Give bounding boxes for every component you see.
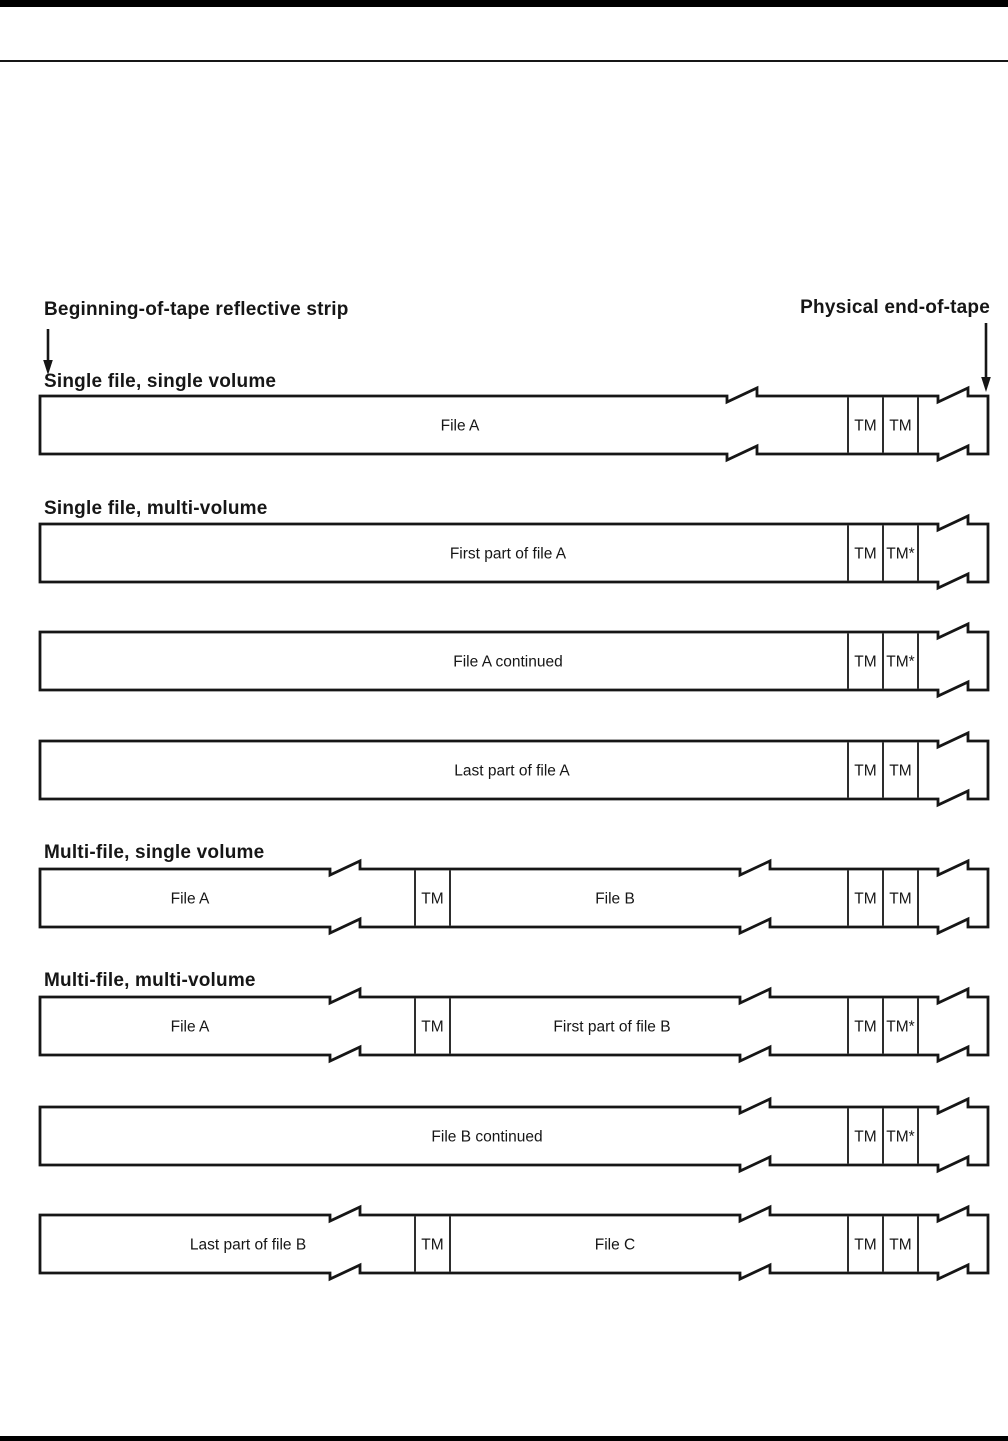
tape-mark-label: TM* bbox=[886, 546, 914, 563]
physical-end-of-tape-label: Physical end-of-tape bbox=[800, 297, 990, 318]
tape-file-b-continued: File B continued TM TM* bbox=[38, 1096, 990, 1174]
file-segment-label: Last part of file A bbox=[454, 763, 570, 780]
tape-mark-label: TM bbox=[889, 891, 911, 908]
file-segment-label: Last part of file B bbox=[190, 1237, 306, 1254]
file-segment-label: File C bbox=[595, 1237, 635, 1254]
file-segment-label: First part of file B bbox=[553, 1019, 670, 1036]
tape-mark-label: TM* bbox=[886, 1129, 914, 1146]
tape-single-file-single-volume: File A TM TM bbox=[38, 385, 990, 463]
tape-mark-label: TM bbox=[854, 1019, 876, 1036]
tape-mark-label: TM bbox=[854, 418, 876, 435]
tape-file-a-continued: File A continued TM TM* bbox=[38, 621, 990, 699]
file-segment-label: File A continued bbox=[453, 654, 562, 671]
tape-mark-label: TM bbox=[854, 891, 876, 908]
file-segment-label: File B continued bbox=[431, 1129, 542, 1146]
page-bottom-band bbox=[0, 1436, 1008, 1441]
tape-mark-label: TM bbox=[889, 418, 911, 435]
file-segment-label: File A bbox=[171, 891, 210, 908]
file-segment-label: File B bbox=[595, 891, 635, 908]
section-heading: Single file, single volume bbox=[44, 371, 277, 392]
beginning-of-tape-arrow bbox=[43, 329, 53, 375]
tape-mark-label: TM bbox=[421, 1019, 443, 1036]
tape-mark-label: TM bbox=[854, 546, 876, 563]
tape-mark-label: TM bbox=[889, 1237, 911, 1254]
tape-first-part-of-file-a: First part of file A TM TM* bbox=[38, 513, 990, 591]
tape-multi-file-single-volume: File A TM File B TM TM bbox=[38, 858, 990, 936]
section-heading: Multi-file, multi-volume bbox=[44, 970, 256, 991]
tape-mark-label: TM* bbox=[886, 1019, 914, 1036]
page-top-band bbox=[0, 0, 1008, 7]
tape-mark-label: TM bbox=[854, 763, 876, 780]
tape-file-a-then-first-part-of-file-b: File A TM First part of file B TM TM* bbox=[38, 986, 990, 1064]
tape-mark-label: TM bbox=[889, 763, 911, 780]
file-segment-label: File A bbox=[171, 1019, 210, 1036]
tape-mark-label: TM bbox=[421, 1237, 443, 1254]
end-of-tape-arrow bbox=[981, 323, 991, 392]
tape-mark-label: TM bbox=[854, 654, 876, 671]
tape-mark-label: TM bbox=[854, 1237, 876, 1254]
section-heading: Multi-file, single volume bbox=[44, 842, 265, 863]
tape-last-part-of-file-b-then-file-c: Last part of file B TM File C TM TM bbox=[38, 1204, 990, 1282]
file-segment-label: First part of file A bbox=[450, 546, 567, 563]
header-rule bbox=[0, 60, 1008, 62]
tape-last-part-of-file-a: Last part of file A TM TM bbox=[38, 730, 990, 808]
file-segment-label: File A bbox=[441, 418, 480, 435]
tape-mark-label: TM bbox=[854, 1129, 876, 1146]
tape-mark-label: TM bbox=[421, 891, 443, 908]
tape-mark-label: TM* bbox=[886, 654, 914, 671]
section-heading: Single file, multi-volume bbox=[44, 498, 268, 519]
beginning-of-tape-label: Beginning-of-tape reflective strip bbox=[44, 299, 349, 320]
